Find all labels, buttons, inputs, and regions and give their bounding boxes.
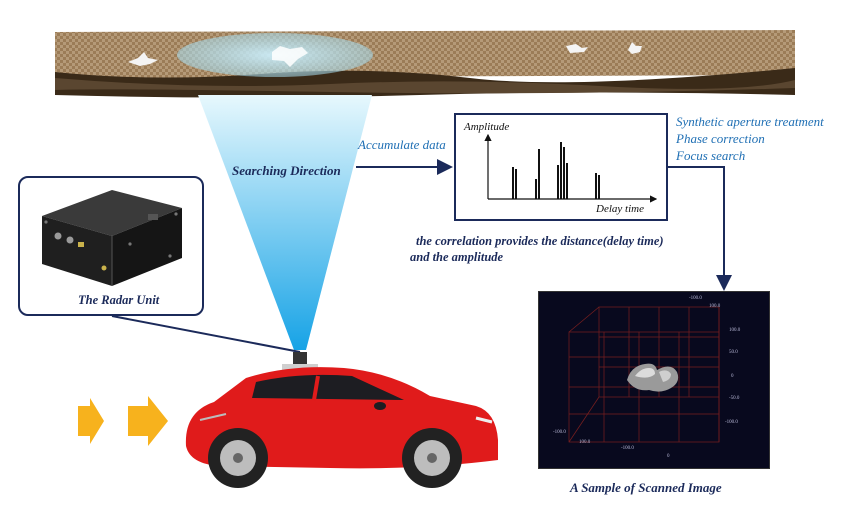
correlation-note-line1: the correlation provides the distance(de… — [416, 234, 664, 248]
chart-x-label: Delay time — [596, 203, 644, 215]
scan-tick-label: -100.0 — [689, 296, 702, 301]
radar-unit-panel: The Radar Unit — [18, 176, 204, 316]
amplitude-delay-chart: Amplitude Delay time — [454, 113, 668, 221]
ground-strip — [55, 30, 795, 98]
scan-tick-label: 50.0 — [729, 350, 738, 355]
scanned-object-3d — [627, 363, 679, 392]
chart-y-label: Amplitude — [464, 121, 510, 133]
buried-object — [272, 46, 308, 67]
scan-visualization — [568, 306, 720, 443]
accumulate-data-label: Accumulate data — [358, 137, 446, 152]
scan-tick-label: 100.0 — [579, 440, 591, 445]
processing-step-2: Phase correction — [676, 131, 765, 146]
buried-object — [566, 44, 588, 53]
scan-tick-label: -50.0 — [729, 396, 740, 401]
buried-object — [628, 42, 642, 54]
scan-tick-label: 0 — [731, 374, 734, 379]
arrow-to-scan — [668, 166, 732, 291]
echo-peaks — [512, 142, 600, 199]
buried-object — [128, 52, 158, 66]
chart-plot — [484, 133, 658, 203]
searching-direction-label: Searching Direction — [232, 163, 341, 178]
processing-step-3: Focus search — [676, 148, 746, 163]
radar-unit-caption: The Radar Unit — [78, 293, 160, 307]
scanned-image-caption: A Sample of Scanned Image — [570, 480, 722, 495]
scan-tick-label: -100.0 — [725, 420, 738, 425]
scan-tick-label: 0 — [667, 454, 670, 459]
correlation-note-line2: and the amplitude — [410, 250, 504, 264]
scanned-image-panel: -100.0 100.0 100.0 50.0 0 -50.0 -100.0 -… — [538, 291, 770, 469]
scan-tick-label: 100.0 — [709, 304, 721, 309]
scan-tick-label: -100.0 — [553, 430, 566, 435]
processing-step-1: Synthetic aperture treatment — [676, 114, 824, 129]
radar-unit-connector — [111, 315, 301, 353]
scan-tick-label: -100.0 — [621, 446, 634, 451]
radar-device-image — [42, 190, 182, 286]
scan-tick-label: 100.0 — [729, 328, 741, 333]
